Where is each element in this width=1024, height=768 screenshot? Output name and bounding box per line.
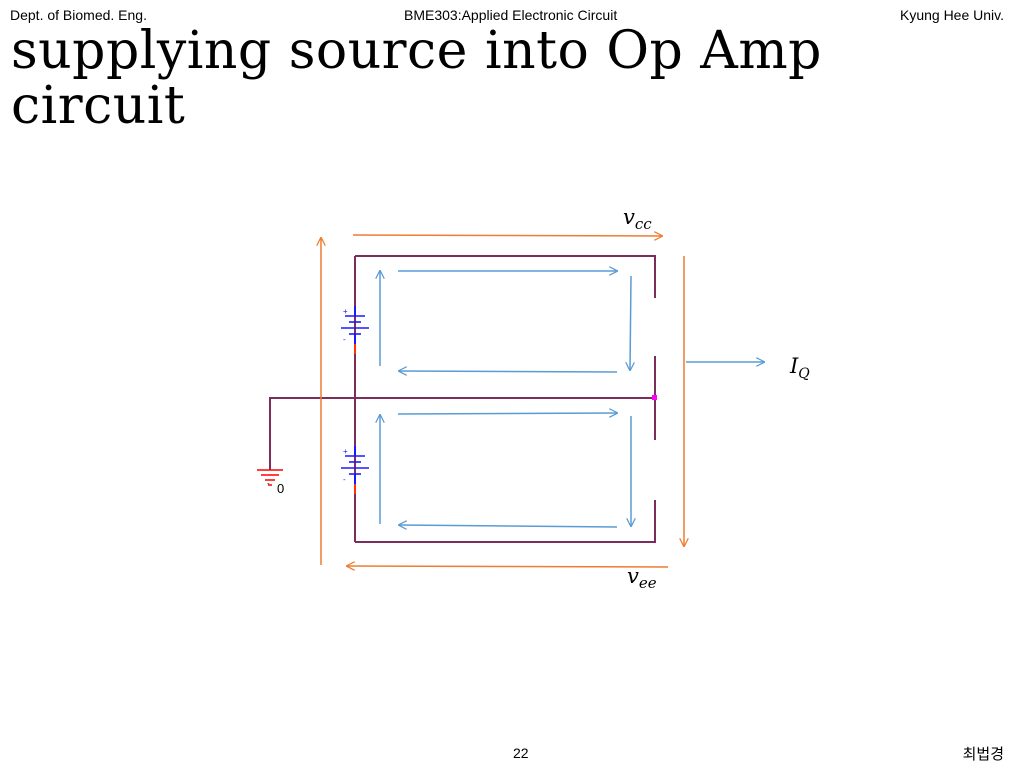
vcc-label: vcc (623, 205, 652, 233)
svg-text:-: - (343, 475, 346, 484)
ground-symbol (257, 469, 283, 486)
header-university: Kyung Hee Univ. (899, 7, 1004, 23)
header-course-title: BME303:Applied Electronic Circuit (404, 7, 618, 23)
upper-loop-left-arrow (399, 371, 618, 372)
vee-arrow (347, 566, 669, 567)
svg-text:+: + (343, 307, 348, 316)
top-battery-icon: + - (341, 306, 369, 354)
slide-title: supplying source into Op Amp circuit (11, 21, 822, 136)
node-dot (652, 395, 657, 400)
circuit-wires (269, 255, 656, 543)
svg-text:-: - (267, 479, 270, 488)
iq-label: IQ (789, 354, 810, 382)
header-department: Dept. of Biomed. Eng. (10, 7, 147, 23)
vcc-arrow (352, 235, 662, 236)
ground-wire (269, 397, 655, 470)
lower-loop-right-arrow (397, 413, 617, 414)
vee-label: vee (627, 564, 657, 592)
lower-loop-left-arrow (399, 525, 618, 527)
page-number: 22 (513, 745, 529, 761)
supply-arrows (321, 235, 684, 567)
svg-text:-: - (343, 335, 346, 344)
svg-text:+: + (343, 447, 348, 456)
ground-node-label: 0 (277, 481, 284, 496)
bottom-wire (355, 500, 656, 543)
current-loops (380, 271, 764, 527)
author-name: 최법경 (962, 746, 1004, 763)
bottom-battery-icon: + - (341, 446, 369, 494)
top-wire (355, 255, 656, 298)
upper-loop-down-arrow (630, 275, 631, 370)
